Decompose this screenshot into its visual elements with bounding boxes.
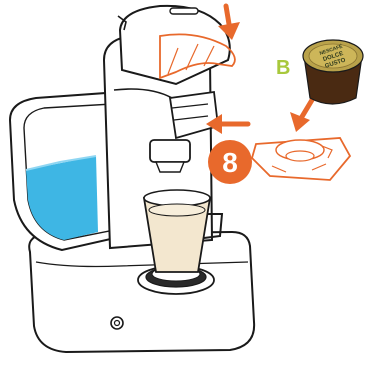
capsule-letter: B <box>276 57 290 79</box>
capsule-holder <box>252 138 350 180</box>
arrow-down-left-icon <box>290 100 312 132</box>
capsule: NESCAFÉ DOLCE GUSTO <box>303 40 363 104</box>
power-button[interactable] <box>111 317 123 329</box>
step-number: 8 <box>222 147 238 178</box>
step-badge: 8 <box>208 140 252 184</box>
